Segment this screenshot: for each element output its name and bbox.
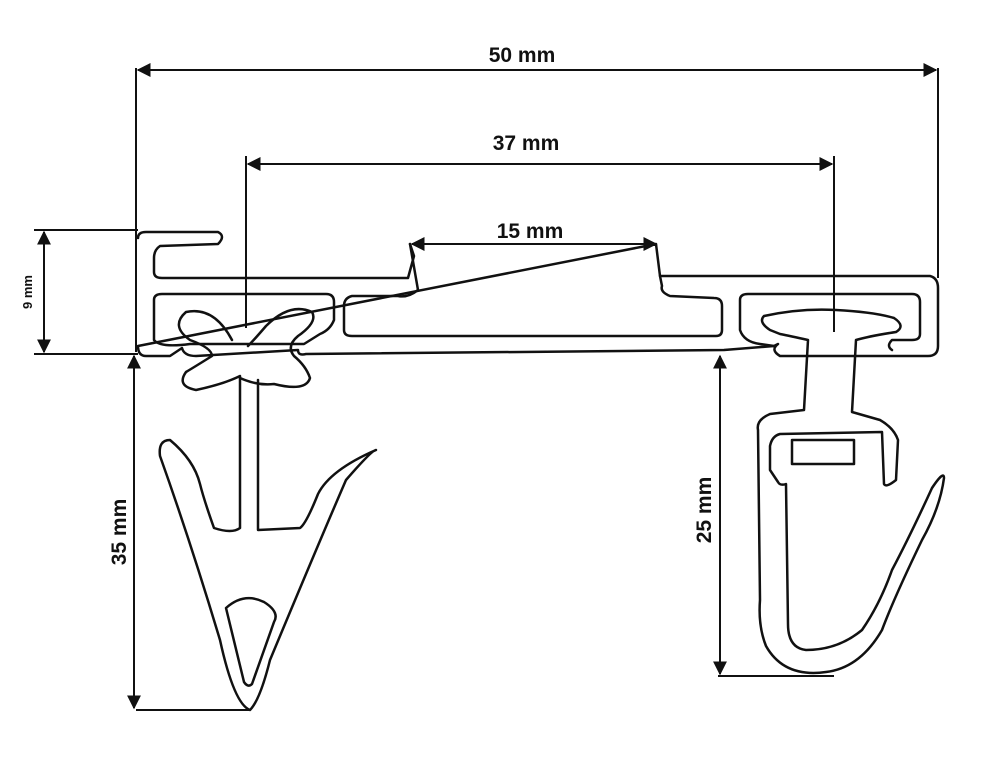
right-runner-slot [790, 438, 856, 466]
rail-top-flange [342, 242, 724, 338]
label-profile-height: 9 mm [20, 275, 35, 309]
right-runner-hook [756, 308, 946, 675]
left-runner-head [177, 307, 315, 392]
rail-profile [136, 230, 940, 358]
label-hook-right-height: 25 mm [693, 477, 716, 544]
label-inner-width: 37 mm [493, 132, 560, 155]
label-overall-width: 50 mm [489, 44, 556, 67]
right-runner-head [756, 308, 946, 675]
rail-outer-outline [136, 230, 940, 358]
rail-right-chamber [738, 292, 922, 352]
label-hook-left-height: 35 mm [108, 499, 131, 566]
left-runner-hook [158, 307, 378, 712]
label-slot-width: 15 mm [497, 220, 564, 243]
rail-left-chamber [152, 292, 336, 347]
left-runner-stem [158, 376, 378, 712]
left-runner-window [224, 596, 277, 687]
dimension-lines [34, 63, 939, 711]
